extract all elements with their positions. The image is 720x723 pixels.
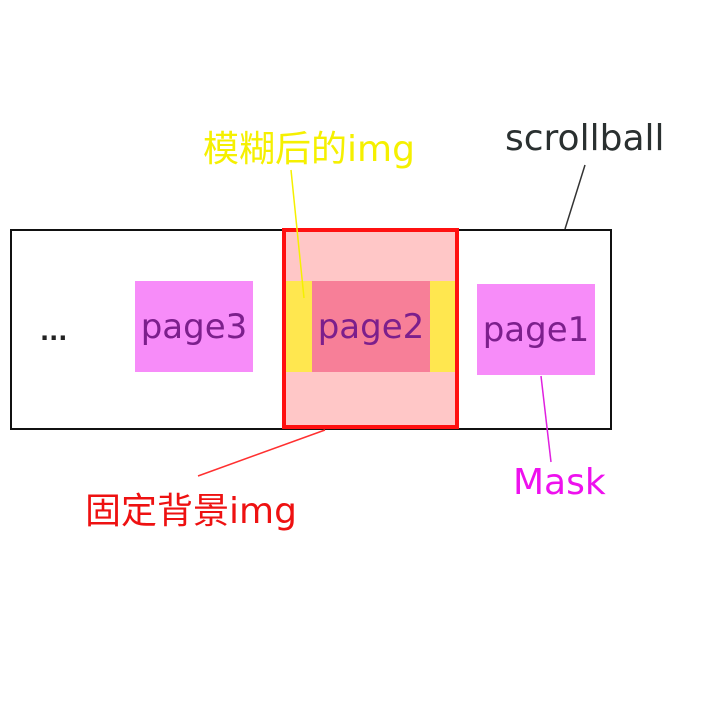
page2: page2 [312, 281, 430, 372]
mask-pointer-line [540, 375, 552, 463]
mask-label: Mask [513, 462, 606, 503]
fixed-bg-img-label: 固定背景img [85, 491, 297, 532]
page3: page3 [135, 281, 253, 372]
blurred-img-label: 模糊后的img [203, 129, 415, 170]
blurred-pointer-line [290, 169, 305, 299]
scrollball-pointer-line [564, 164, 586, 230]
page1: page1 [477, 284, 595, 375]
fixed-bg-pointer-line [197, 429, 326, 477]
scrollball-label: scrollball [505, 118, 665, 159]
ellipsis: ... [40, 318, 68, 346]
